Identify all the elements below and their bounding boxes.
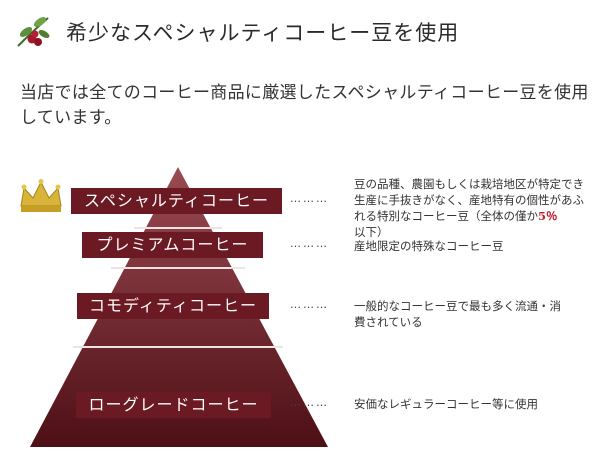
tier-label-low-grade: ローグレードコーヒー [76, 392, 271, 418]
tier-label-specialty: スペシャルティコーヒー [71, 188, 282, 214]
crown-icon [20, 179, 62, 212]
tier-desc-specialty: 豆の品種、農園もしくは栽培地区が特定でき生産に手抜きがなく、産地特有の個性があふ… [354, 176, 590, 240]
tier-desc-premium: 産地限定の特殊なコーヒー豆 [354, 239, 504, 253]
intro-text: 当店では全てのコーヒー商品に厳選したスペシャルティコーヒー豆を使用しています。 [20, 83, 589, 128]
tier-label-premium: プレミアムコーヒー [82, 232, 263, 258]
page-title: 希少なスペシャルティコーヒー豆を使用 [66, 21, 460, 45]
leader-dots-low-grade: ……… [290, 396, 329, 409]
leader-dots-specialty: ……… [290, 192, 329, 205]
leader-dots-commodity: ……… [290, 298, 329, 311]
tier-desc-specialty-text: 豆の品種、農園もしくは栽培地区が特定でき生産に手抜きがなく、産地特有の個性があふ… [354, 177, 584, 223]
section-heading: 希少なスペシャルティコーヒー豆を使用 [14, 10, 459, 54]
tier-desc-commodity: 一般的なコーヒー豆で最も多く流通・消費されている [354, 299, 561, 329]
tier-desc-specialty-highlight: 5％ [538, 209, 558, 223]
tier-desc-low-grade: 安価なレギュラーコーヒー等に使用 [354, 397, 538, 411]
leader-dots-premium: ……… [290, 237, 329, 250]
tier-label-commodity: コモディティコーヒー [77, 293, 269, 319]
tier-desc-specialty-tail: 以下） [354, 225, 389, 239]
coffee-branch-icon [17, 17, 50, 47]
